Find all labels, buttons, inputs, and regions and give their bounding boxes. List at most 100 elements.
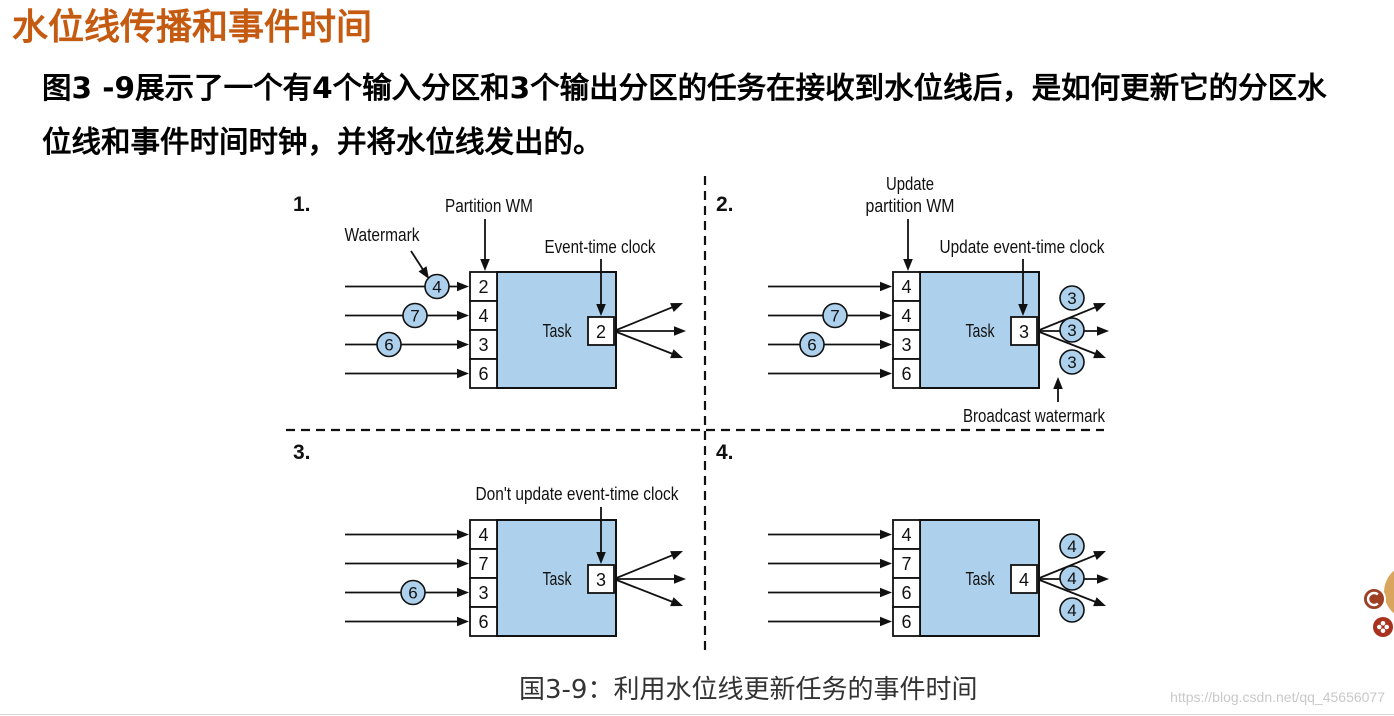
task-label: Task bbox=[966, 569, 996, 589]
arrow-head bbox=[670, 303, 683, 312]
event-time-clock-box bbox=[587, 316, 615, 346]
watermark-circle bbox=[424, 273, 450, 300]
input-partition-arrow bbox=[768, 281, 892, 292]
partition-watermark-value: 6 bbox=[478, 364, 488, 384]
arrow-head bbox=[480, 259, 490, 271]
event-time-clock-value: 3 bbox=[596, 570, 606, 590]
task-label: Task bbox=[966, 321, 996, 341]
arrow-head bbox=[457, 368, 469, 379]
arrow-head bbox=[596, 304, 606, 316]
watermark-circle bbox=[402, 302, 428, 329]
event-time-clock-value: 3 bbox=[1019, 322, 1029, 342]
panels-layer: 1.Task243624762.Task44363763333.Task4736… bbox=[293, 193, 1109, 637]
arrow-head bbox=[880, 587, 892, 598]
arrow-head bbox=[1093, 551, 1106, 560]
partition-watermark-value: 6 bbox=[901, 364, 911, 384]
partition-watermark-value: 7 bbox=[901, 554, 911, 574]
arrow-head bbox=[674, 574, 686, 584]
flower-icon-petal bbox=[1377, 624, 1382, 630]
watermark-circle bbox=[799, 331, 825, 358]
panel-number: 4. bbox=[716, 441, 734, 464]
watermark-annotation: Watermark bbox=[345, 225, 421, 245]
watermark-circle bbox=[376, 331, 402, 358]
input-partition-arrow bbox=[345, 368, 469, 379]
input-partition-arrow bbox=[345, 339, 469, 350]
input-partition-arrow bbox=[345, 616, 469, 627]
arrow-head bbox=[1018, 304, 1028, 316]
broadcast-watermark-pointer-arrow bbox=[1053, 377, 1063, 402]
watermark-value: 3 bbox=[1067, 321, 1076, 340]
arrow-head bbox=[457, 310, 469, 321]
update-event-time-clock-annotation: Update event-time clock bbox=[940, 237, 1106, 257]
partition-watermark-value: 4 bbox=[901, 277, 911, 297]
partition-watermark-value: 4 bbox=[478, 306, 488, 326]
watermark-value: 6 bbox=[384, 336, 393, 355]
watermark-value: 3 bbox=[1067, 353, 1076, 372]
arrow-head bbox=[670, 597, 683, 607]
arrow-shaft bbox=[613, 306, 674, 332]
csdn-logo-icon-glyph bbox=[1366, 591, 1379, 607]
arrow-head bbox=[880, 281, 892, 292]
partition-watermark-value: 3 bbox=[901, 335, 911, 355]
input-partition-arrow bbox=[345, 558, 469, 569]
watermark-circle bbox=[1059, 317, 1085, 343]
partition-watermark-cell bbox=[892, 271, 921, 302]
event-time-clock-pointer-arrow bbox=[596, 259, 606, 316]
partition-watermark-value: 3 bbox=[478, 335, 488, 355]
input-partition-arrow bbox=[768, 529, 892, 540]
arrow-head bbox=[903, 259, 913, 271]
arrow-head bbox=[1053, 377, 1063, 389]
side-widget[interactable] bbox=[1362, 570, 1394, 637]
watermark-circle bbox=[1059, 533, 1085, 559]
event-time-clock-box bbox=[1010, 564, 1038, 594]
flower-icon[interactable] bbox=[1373, 617, 1393, 637]
input-partition-arrow bbox=[768, 339, 892, 350]
arrow-shaft bbox=[613, 330, 674, 355]
output-partition-arrow bbox=[613, 303, 683, 332]
partition-wm-annotation: Partition WM bbox=[445, 196, 533, 216]
arrow-head bbox=[880, 616, 892, 627]
arrow-head bbox=[670, 551, 683, 560]
arrow-head bbox=[457, 587, 469, 598]
output-partition-arrow bbox=[1036, 578, 1106, 607]
partition-watermark-cell bbox=[469, 300, 498, 331]
arrow-head bbox=[596, 552, 606, 564]
partition-watermark-value: 2 bbox=[478, 277, 488, 297]
watermark-value: 6 bbox=[807, 336, 816, 355]
arrow-shaft bbox=[1036, 330, 1097, 355]
arrow-head bbox=[418, 266, 429, 279]
partition-wm-pointer-arrow bbox=[480, 219, 490, 271]
page-bottom-border bbox=[0, 714, 1394, 715]
watermark-value: 6 bbox=[408, 584, 417, 603]
update-partition-wm-pointer-arrow bbox=[903, 219, 913, 271]
arrow-head bbox=[670, 349, 683, 359]
figure-caption: 国3-9：利用水位线更新任务的事件时间 bbox=[519, 675, 978, 705]
event-time-clock-box bbox=[1010, 316, 1038, 346]
update-event-time-clock-pointer-arrow bbox=[1018, 259, 1028, 316]
side-widget-tab[interactable] bbox=[1384, 570, 1394, 614]
output-partition-arrow bbox=[614, 574, 686, 584]
arrow-head bbox=[880, 368, 892, 379]
csdn-logo-icon[interactable] bbox=[1362, 587, 1386, 611]
outgoing-watermark: 4 bbox=[1059, 533, 1085, 559]
watermark-circle bbox=[1059, 285, 1085, 311]
arrow-shaft bbox=[410, 250, 424, 271]
watermark-value: 4 bbox=[432, 278, 441, 297]
partition-watermark-value: 4 bbox=[901, 306, 911, 326]
description-paragraph: 图3 -9展示了一个有4个输入分区和3个输出分区的任务在接收到水位线后，是如何更… bbox=[42, 61, 1327, 169]
outgoing-watermark: 4 bbox=[1059, 565, 1085, 591]
partition-watermark-value: 4 bbox=[478, 525, 488, 545]
flower-icon-petal bbox=[1380, 621, 1386, 626]
arrow-shaft bbox=[613, 578, 674, 603]
description-line-2: 位线和事件时间时钟，并将水位线发出的。 bbox=[42, 125, 603, 159]
partition-watermark-cell bbox=[892, 606, 921, 637]
watermark-circle bbox=[1059, 597, 1085, 623]
event-time-clock-value: 4 bbox=[1019, 570, 1029, 590]
input-partition-arrow bbox=[345, 281, 469, 292]
arrow-shaft bbox=[1036, 578, 1097, 603]
input-partition-arrow bbox=[768, 616, 892, 627]
task-box bbox=[496, 519, 617, 637]
